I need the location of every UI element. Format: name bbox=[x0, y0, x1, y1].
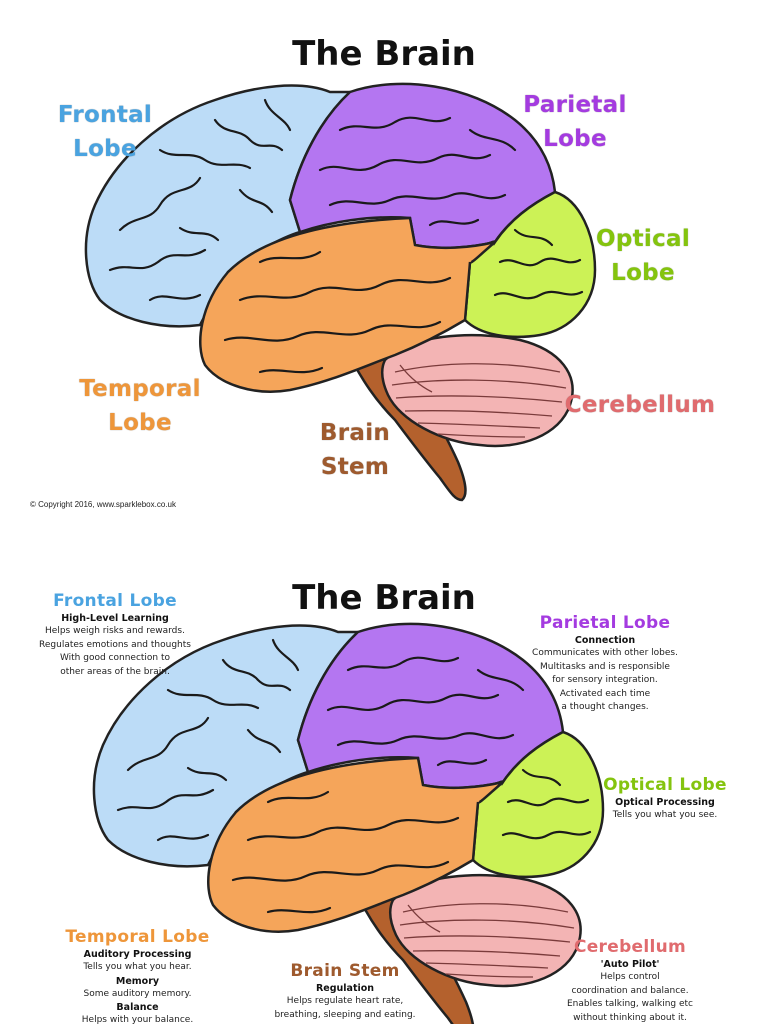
info-subheading: Connection bbox=[574, 635, 636, 646]
info-line: Tells you what you see. bbox=[612, 810, 718, 820]
info-line: breathing, sleeping and eating. bbox=[274, 1009, 416, 1020]
info-line: for sensory integration. bbox=[552, 675, 658, 685]
info-subheading: High-Level Learning bbox=[61, 613, 169, 624]
label-line: Frontal bbox=[57, 102, 153, 128]
optical-lobe-label: Optical Lobe bbox=[588, 222, 698, 290]
label-line: Temporal bbox=[79, 376, 201, 402]
page-title: The Brain bbox=[292, 34, 476, 74]
parietal-lobe-label: Parietal Lobe bbox=[515, 88, 635, 156]
info-line: Multitasks and is responsible bbox=[540, 661, 670, 672]
info-line: Communicates with other lobes. bbox=[532, 648, 678, 658]
labeled-brain-panel: The Brain Frontal Lobe Parietal Lobe Opt… bbox=[30, 34, 716, 509]
parietal-lobe-info: Parietal Lobe Connection Communicates wi… bbox=[505, 612, 705, 715]
info-subheading: Regulation bbox=[315, 983, 375, 994]
info-heading: Frontal Lobe bbox=[53, 591, 177, 611]
info-line: without thinking about it. bbox=[573, 1012, 687, 1023]
temporal-lobe-info: Temporal Lobe Auditory Processing Tells … bbox=[50, 926, 225, 1028]
info-line: Helps control bbox=[600, 972, 660, 982]
info-line: Helps weigh risks and rewards. bbox=[45, 626, 185, 636]
label-line: Stem bbox=[320, 454, 390, 480]
brain-stem-info: Brain Stem Regulation Helps regulate hea… bbox=[260, 960, 430, 1022]
label-line: Brain bbox=[319, 420, 391, 446]
label-line: Parietal bbox=[523, 92, 627, 118]
info-line: With good connection to bbox=[59, 653, 171, 663]
cerebellum-label: Cerebellum bbox=[564, 392, 716, 418]
info-heading: Brain Stem bbox=[290, 961, 400, 981]
label-line: Lobe bbox=[543, 126, 607, 152]
info-line: Helps regulate heart rate, bbox=[286, 996, 404, 1006]
label-line: Lobe bbox=[611, 260, 675, 286]
label-line: Lobe bbox=[73, 136, 137, 162]
copyright-text: © Copyright 2016, www.sparklebox.co.uk bbox=[30, 500, 176, 509]
info-subheading: Auditory Processing bbox=[83, 949, 192, 960]
info-line: Enables talking, walking etc bbox=[567, 999, 693, 1009]
info-line: a thought changes. bbox=[561, 702, 649, 712]
info-brain-panel: The Brain Frontal Lobe High-Level Learni… bbox=[0, 540, 768, 1025]
info-subheading: Memory bbox=[115, 975, 160, 987]
info-line: Regulates emotions and thoughts bbox=[39, 639, 191, 650]
info-subheading: Optical Processing bbox=[615, 797, 715, 808]
cerebellum-info: Cerebellum 'Auto Pilot' Helps control co… bbox=[540, 936, 720, 1025]
info-heading: Temporal Lobe bbox=[65, 927, 210, 947]
info-heading: Optical Lobe bbox=[603, 775, 727, 795]
info-line: other areas of the brain. bbox=[60, 666, 170, 677]
info-line: coordination and balance. bbox=[571, 985, 689, 996]
brain-stem-label: Brain Stem bbox=[300, 416, 410, 484]
info-heading: Cerebellum bbox=[573, 937, 687, 957]
info-line: Helps with your balance. bbox=[81, 1015, 194, 1025]
frontal-lobe-label: Frontal Lobe bbox=[55, 98, 155, 166]
info-line: Tells you what you hear. bbox=[83, 962, 192, 972]
info-heading: Parietal Lobe bbox=[539, 613, 671, 633]
label-line: Optical bbox=[595, 226, 691, 252]
temporal-lobe-label: Temporal Lobe bbox=[70, 372, 210, 440]
page-title: The Brain bbox=[292, 578, 476, 618]
label-line: Lobe bbox=[108, 410, 172, 436]
optical-lobe-info: Optical Lobe Optical Processing Tells yo… bbox=[590, 774, 740, 823]
info-line: Activated each time bbox=[559, 688, 651, 699]
frontal-lobe-info: Frontal Lobe High-Level Learning Helps w… bbox=[20, 590, 210, 679]
info-subheading: Balance bbox=[116, 1002, 159, 1013]
info-subheading: 'Auto Pilot' bbox=[600, 959, 660, 970]
info-line: Some auditory memory. bbox=[83, 988, 192, 999]
